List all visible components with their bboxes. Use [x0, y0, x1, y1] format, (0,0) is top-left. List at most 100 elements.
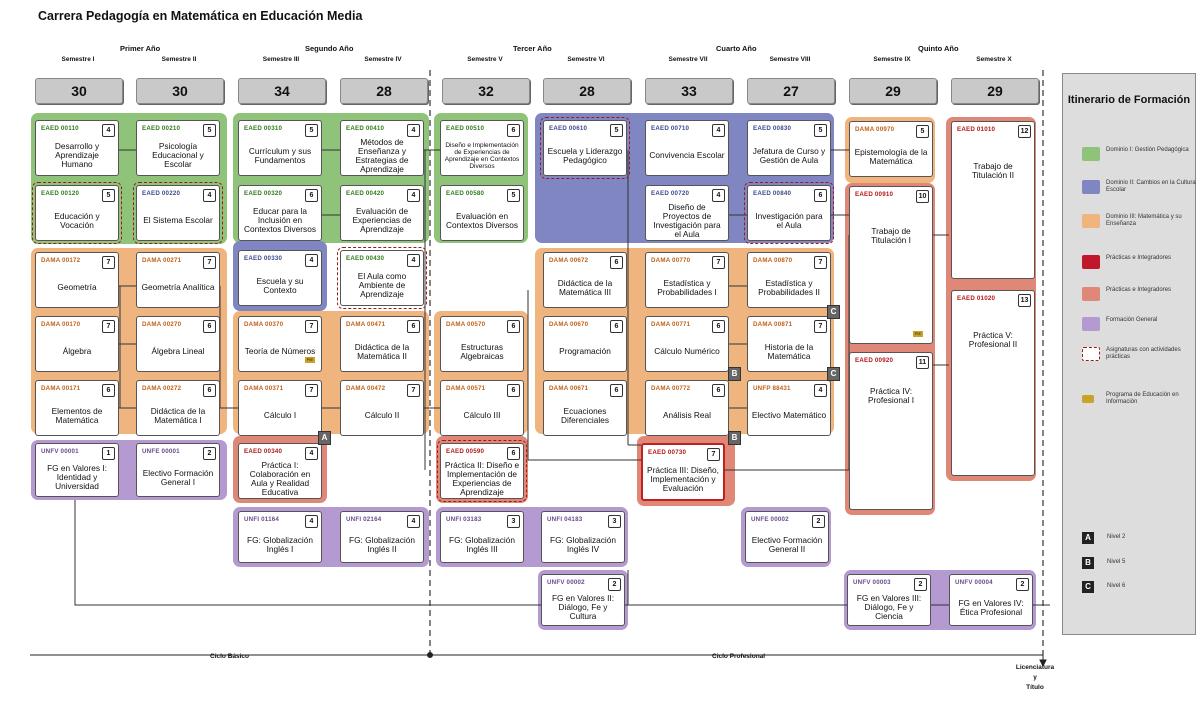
legend-level-mark: C — [1082, 581, 1094, 593]
legend-title: Itinerario de Formación — [1067, 94, 1191, 106]
credits-sem-8: 27 — [747, 78, 835, 104]
semester-5: Semestre V — [467, 56, 503, 63]
legend-level-label: Nivel 6 — [1107, 583, 1126, 589]
year-3: Tercer Año — [513, 44, 552, 53]
year-5: Quinto Año — [918, 44, 959, 53]
credits-sem-10: 29 — [951, 78, 1039, 104]
level-marker: B — [728, 367, 741, 381]
semester-3: Semestre III — [262, 56, 300, 63]
legend-panel: Itinerario de Formación Dominio I: Gesti… — [1062, 73, 1196, 635]
credits-sem-2: 30 — [136, 78, 224, 104]
legend-level-mark: B — [1082, 557, 1094, 569]
cycle-professional-label: Ciclo Profesional — [712, 653, 766, 660]
semester-2: Semestre II — [161, 56, 197, 63]
semester-1: Semestre I — [61, 56, 95, 63]
credits-sem-5: 32 — [442, 78, 530, 104]
semester-10: Semestre X — [976, 56, 1012, 63]
legend-level-label: Nivel 5 — [1107, 559, 1126, 565]
level-marker: C — [827, 305, 840, 319]
pie-badge: PIE — [305, 357, 315, 363]
credits-sem-4: 28 — [340, 78, 428, 104]
year-4: Cuarto Año — [716, 44, 757, 53]
legend-level-label: Nivel 2 — [1107, 534, 1126, 540]
semester-9: Semestre IX — [873, 56, 911, 63]
credits-sem-3: 34 — [238, 78, 326, 104]
year-1: Primer Año — [120, 44, 161, 53]
semester-6: Semestre VI — [567, 56, 605, 63]
level-marker: C — [827, 367, 840, 381]
cycle-basic-label: Ciclo Básico — [210, 653, 250, 660]
credits-sem-7: 33 — [645, 78, 733, 104]
level-marker: A — [318, 431, 331, 445]
semester-7: Semestre VII — [668, 56, 708, 63]
semester-8: Semestre VIII — [769, 56, 811, 63]
pie-badge: PIE — [913, 331, 923, 337]
semester-4: Semestre IV — [364, 56, 402, 63]
credits-sem-1: 30 — [35, 78, 123, 104]
legend-level-mark: A — [1082, 532, 1094, 544]
credits-sem-9: 29 — [849, 78, 937, 104]
page-title: Carrera Pedagogía en Matemática en Educa… — [38, 9, 363, 23]
credits-sem-6: 28 — [543, 78, 631, 104]
level-marker: B — [728, 431, 741, 445]
year-2: Segundo Año — [305, 44, 354, 53]
